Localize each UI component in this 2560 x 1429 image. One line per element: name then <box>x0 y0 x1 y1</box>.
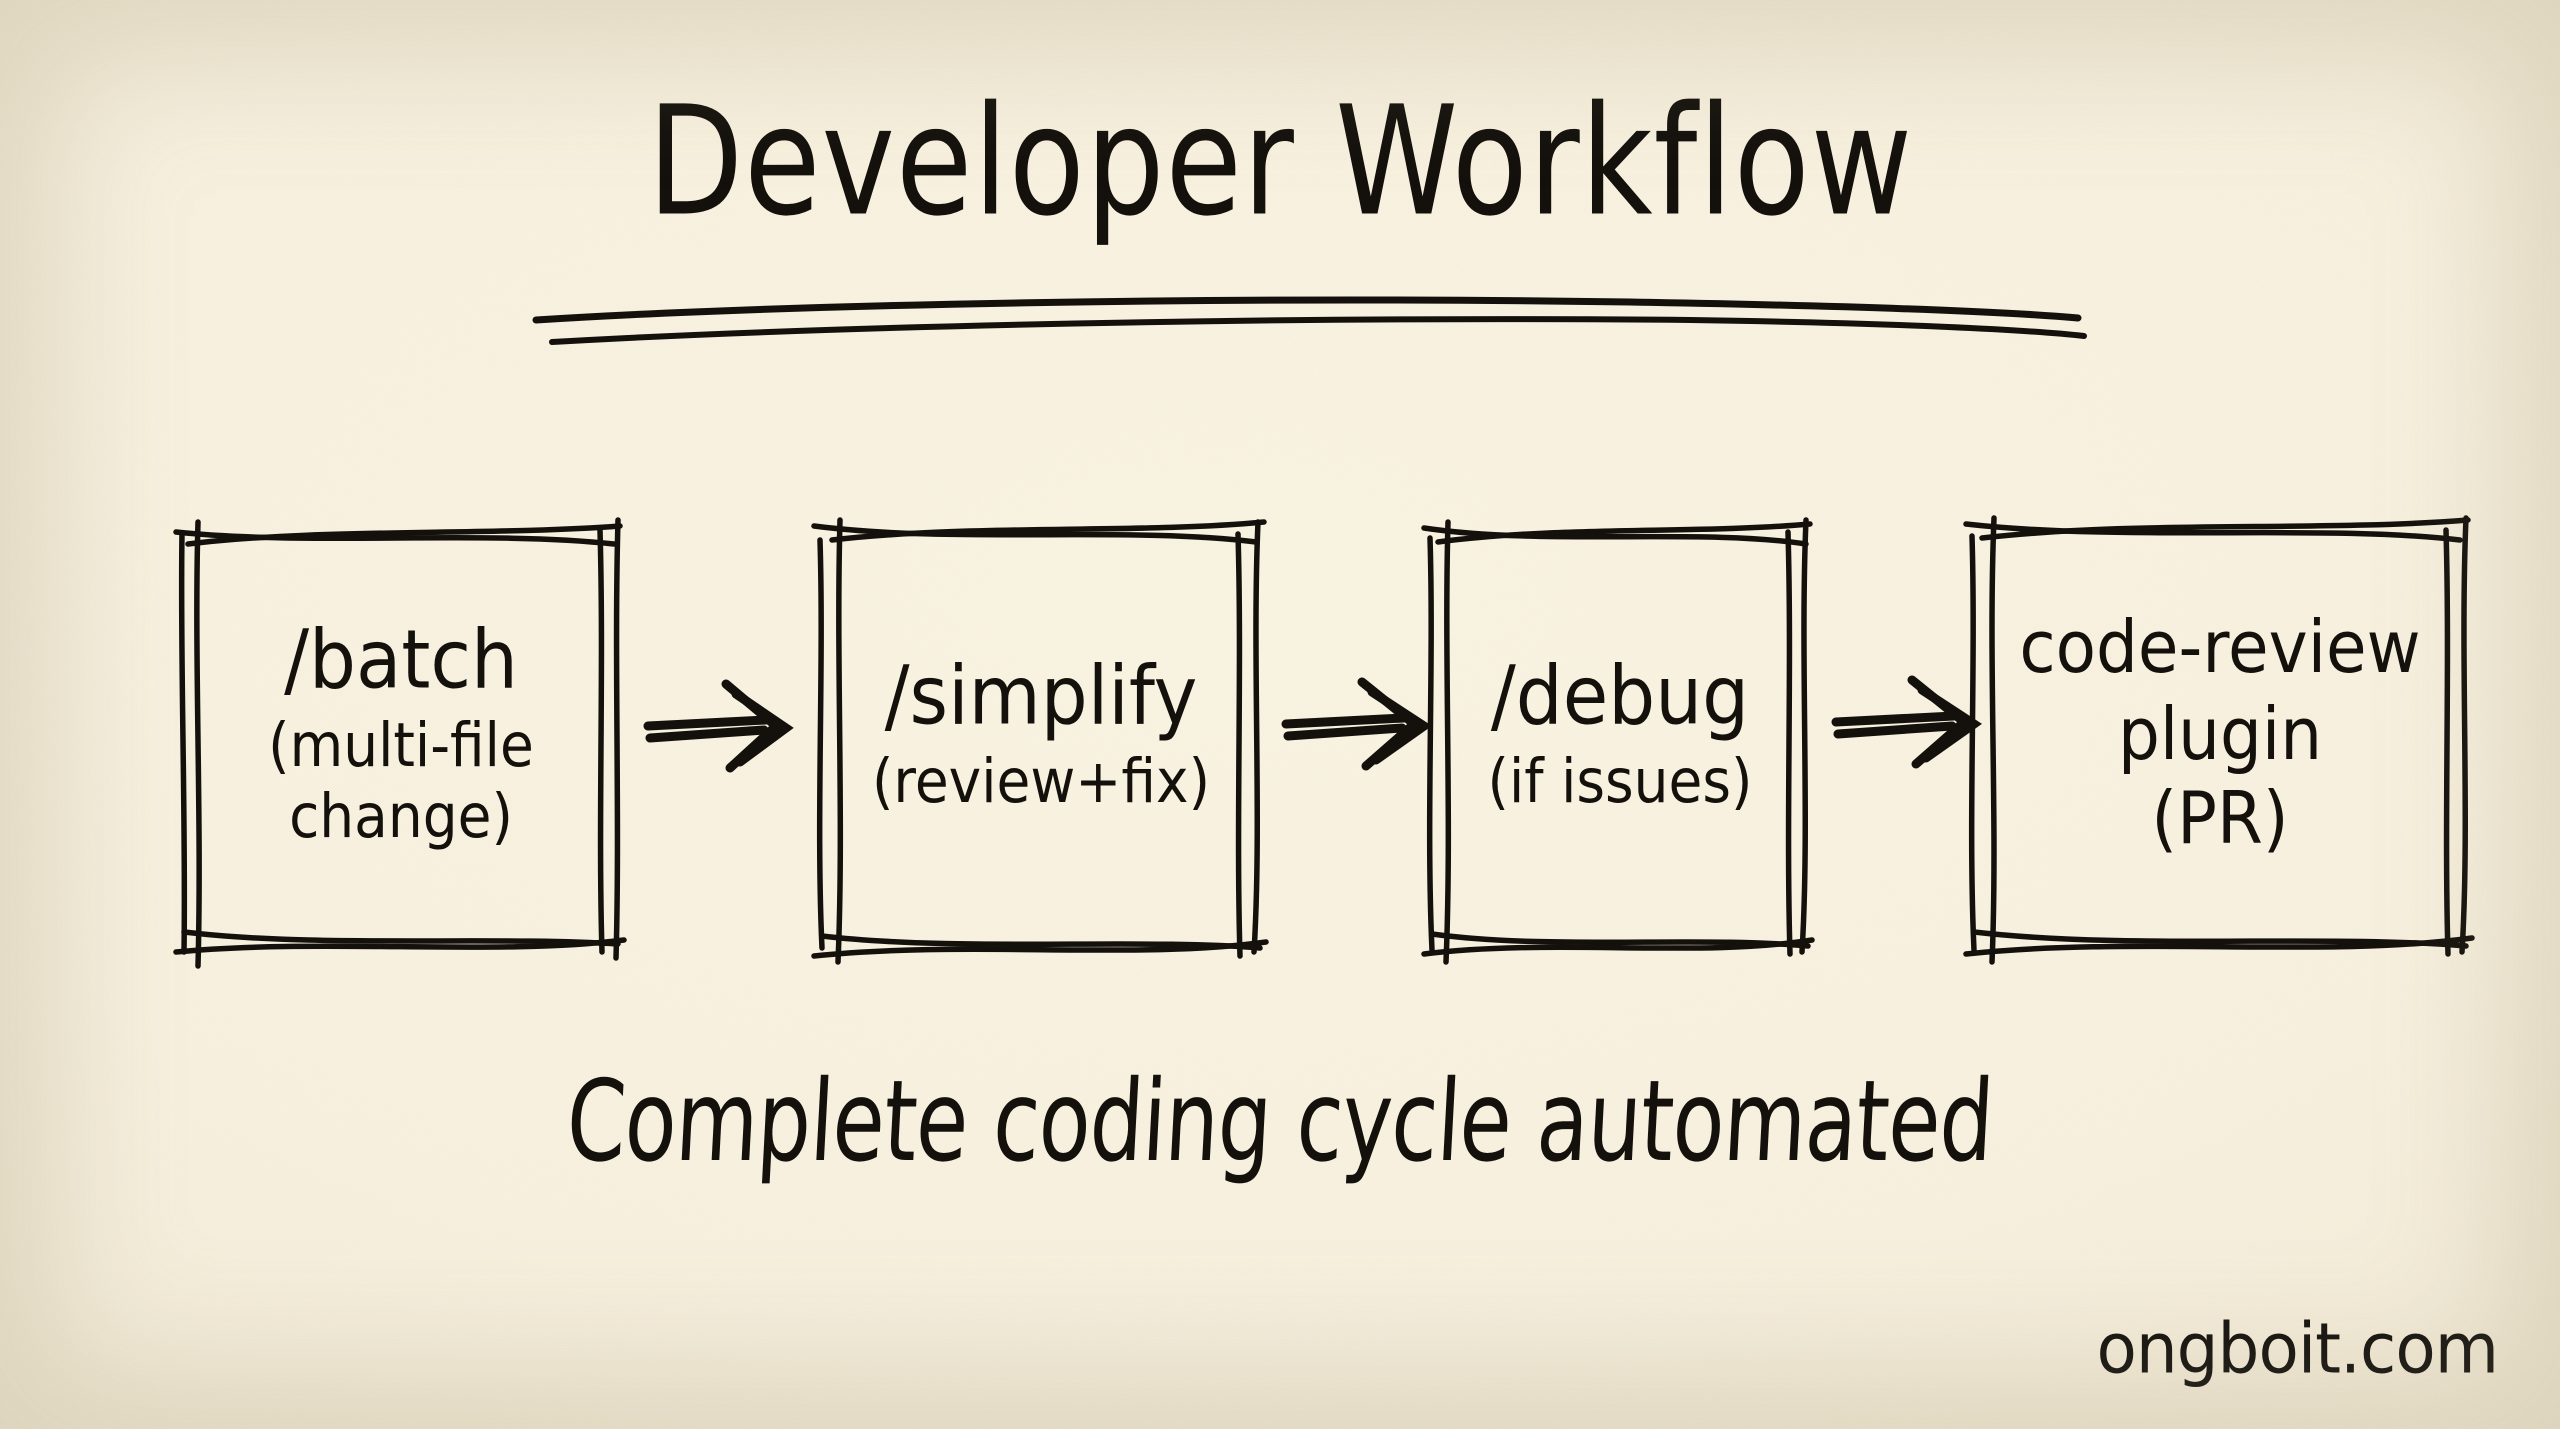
page-title: Developer Workflow <box>647 74 1913 251</box>
node-debug-sub-1: (if issues) <box>1487 745 1753 816</box>
node-batch[interactable]: /batch (multi-file change) <box>168 500 634 970</box>
node-batch-text: /batch (multi-file change) <box>168 500 634 970</box>
watermark: ongboit.com <box>2096 1307 2499 1390</box>
caption-block: Complete coding cycle automated <box>0 1056 2560 1187</box>
node-batch-sub-1: (multi-file <box>268 709 534 780</box>
node-debug-text: /debug (if issues) <box>1418 500 1822 970</box>
node-batch-main: /batch <box>284 612 518 708</box>
caption-text: Complete coding cycle automated <box>563 1056 1997 1187</box>
sketch-box-frame <box>1421 517 1815 965</box>
node-simplify-sub-1: (review+fix) <box>871 745 1211 816</box>
arrow-right-icon-2 <box>1281 677 1432 771</box>
node-debug[interactable]: /debug (if issues) <box>1418 500 1822 970</box>
workflow-flow: /batch (multi-file change) <box>0 500 2560 980</box>
title-block: Developer Workflow <box>0 85 2560 239</box>
watermark-text: ongboit.com <box>2096 1307 2499 1390</box>
node-code-review-plugin[interactable]: code-review plugin (PR) <box>1960 500 2480 970</box>
node-simplify-text: /simplify (review+fix) <box>808 500 1274 970</box>
node-code-review-main: code-review <box>2019 604 2421 690</box>
sketch-box-frame <box>811 517 1269 965</box>
node-code-review-sub-2: (PR) <box>2151 776 2289 862</box>
node-debug-main: /debug <box>1490 648 1750 743</box>
sketch-box-frame <box>1963 515 2475 965</box>
arrow-right-icon-1 <box>643 679 794 773</box>
title-underline <box>532 296 2087 345</box>
node-code-review-sub-1: plugin <box>2117 692 2323 778</box>
sketch-box-frame <box>173 517 627 969</box>
node-batch-sub-2: change) <box>289 781 513 852</box>
node-simplify[interactable]: /simplify (review+fix) <box>808 500 1274 970</box>
node-code-review-plugin-text: code-review plugin (PR) <box>1960 500 2480 970</box>
node-simplify-main: /simplify <box>884 648 1198 743</box>
